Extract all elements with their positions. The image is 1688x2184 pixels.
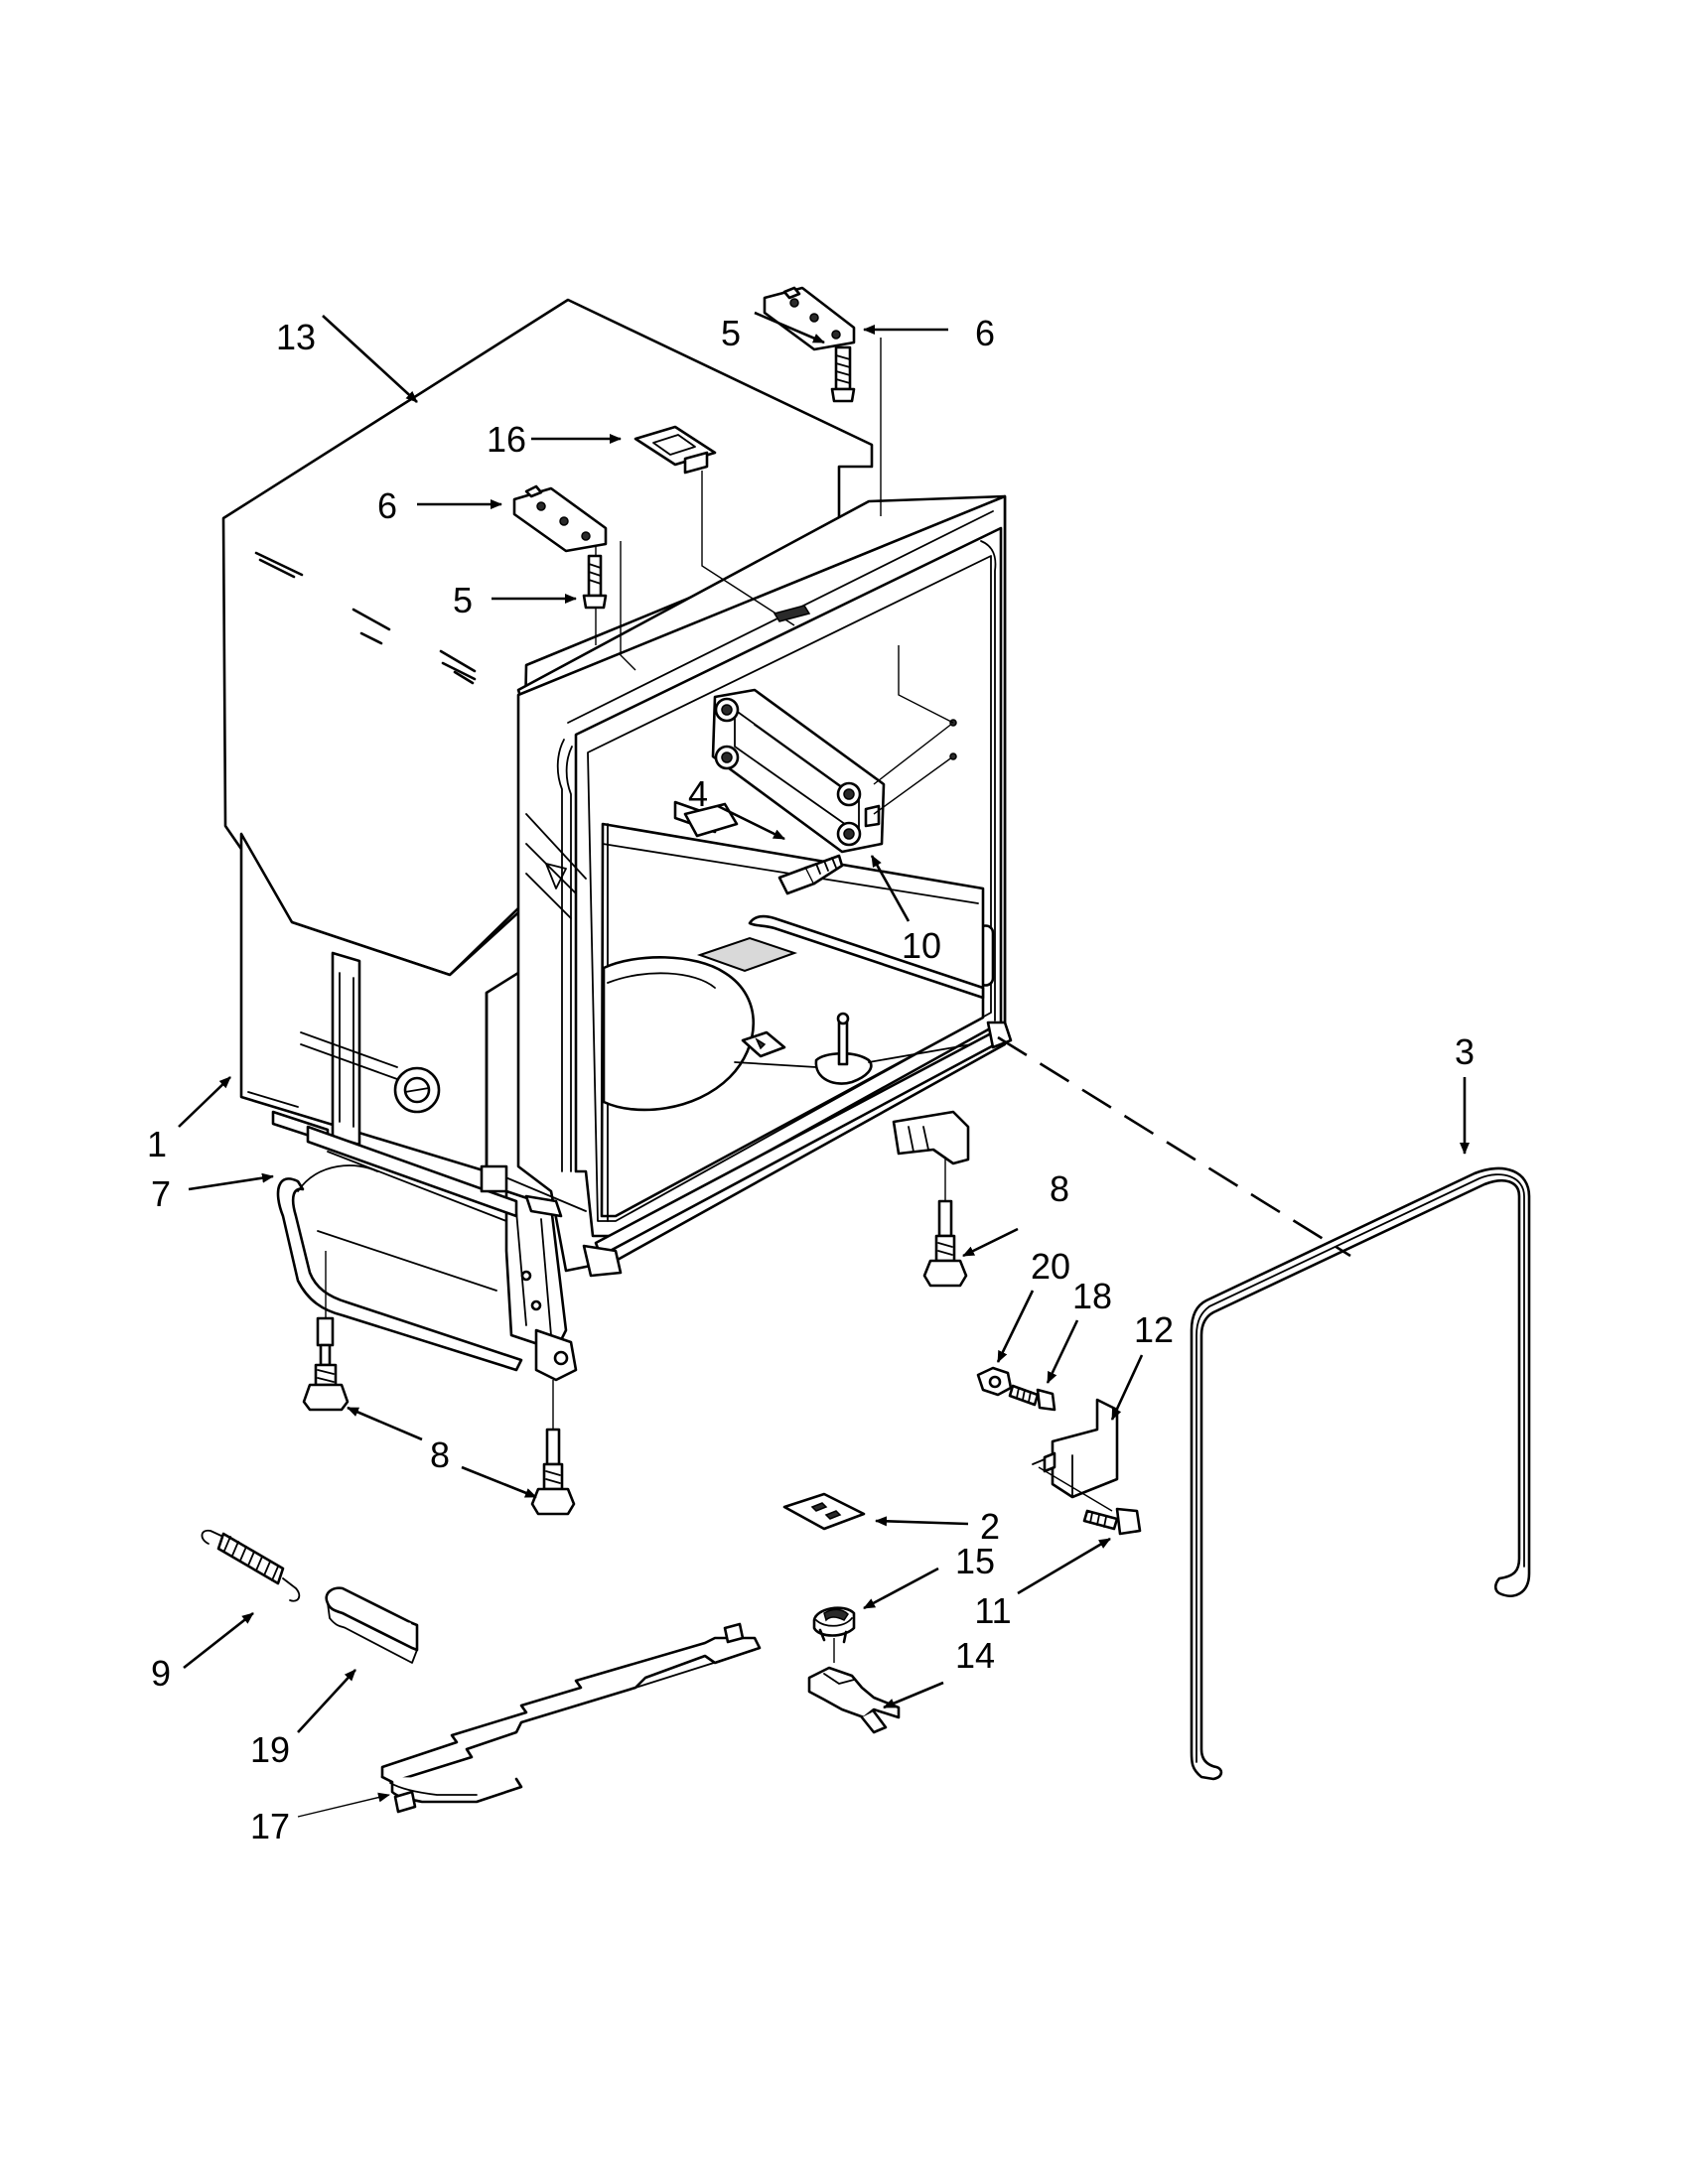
mounting-bracket-top-right <box>763 286 856 351</box>
door-gasket <box>1190 1166 1531 1781</box>
screw-18 <box>1008 1384 1056 1412</box>
leveling-leg-right <box>922 1199 968 1288</box>
callout-3: 3 <box>1455 1031 1475 1072</box>
callout-12: 12 <box>1134 1309 1174 1350</box>
foam-pad <box>325 1586 419 1664</box>
callout-15: 15 <box>955 1541 995 1581</box>
rack-slide-bracket <box>711 688 886 854</box>
base-plate <box>380 1622 762 1814</box>
callout-19: 19 <box>250 1729 290 1770</box>
float-switch <box>812 1606 856 1644</box>
callout-2: 2 <box>980 1506 1000 1547</box>
callout-5-center: 5 <box>453 580 473 620</box>
callout-10: 10 <box>902 925 941 966</box>
switch-bracket <box>807 1666 901 1734</box>
tub-assembly <box>239 494 1013 1382</box>
callout-11: 11 <box>974 1590 1011 1631</box>
small-plate <box>782 1492 866 1531</box>
rack-screw <box>777 854 844 895</box>
screw-11 <box>1082 1507 1142 1536</box>
nut <box>976 1366 1013 1397</box>
callout-16: 16 <box>487 419 526 460</box>
mounting-bracket-12 <box>1032 1398 1119 1499</box>
screw-top-right <box>830 345 856 403</box>
callout-9: 9 <box>151 1653 171 1694</box>
leveling-leg-left <box>302 1316 350 1412</box>
screw-center <box>582 554 608 610</box>
leveling-leg-center <box>530 1428 576 1516</box>
callout-7: 7 <box>151 1173 171 1214</box>
callout-8-right: 8 <box>1050 1168 1069 1209</box>
mounting-bracket-center <box>512 484 608 553</box>
callout-18: 18 <box>1072 1276 1112 1316</box>
callout-8-bottom: 8 <box>430 1434 450 1475</box>
leader-lines <box>178 311 1470 1818</box>
callout-6-top: 6 <box>975 313 995 353</box>
callout-13: 13 <box>276 317 316 357</box>
callout-17: 17 <box>250 1806 290 1846</box>
callout-1: 1 <box>147 1124 167 1164</box>
callout-14: 14 <box>955 1635 995 1676</box>
callout-20: 20 <box>1031 1246 1070 1287</box>
door-spring <box>201 1529 301 1602</box>
callout-4: 4 <box>688 773 708 814</box>
drain-gasket <box>276 1164 523 1372</box>
callout-6-center: 6 <box>377 485 397 526</box>
callout-5-top: 5 <box>721 313 741 353</box>
callout-labels: 13 5 6 16 6 5 4 10 3 1 7 8 20 18 12 8 2 … <box>147 313 1475 1846</box>
label-clip <box>633 425 717 475</box>
